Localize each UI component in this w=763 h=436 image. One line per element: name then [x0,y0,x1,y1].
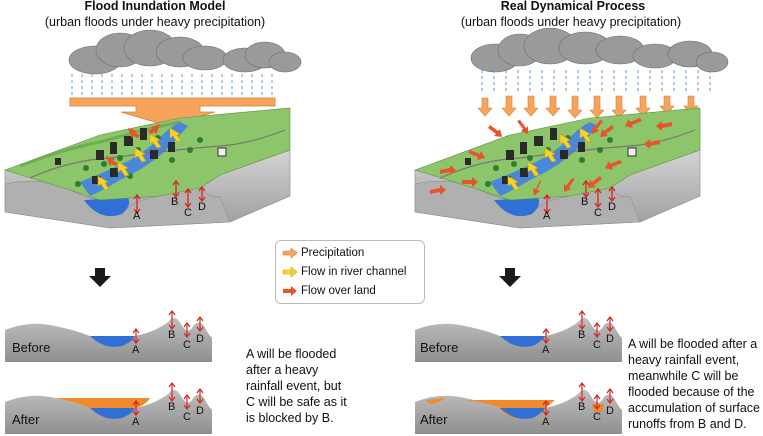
right-after-label-b: B [578,401,586,413]
right-block-label-a: A [543,210,551,222]
right-panel-title: Real Dynamical Process [500,0,646,13]
right-before-label: Before [420,340,459,355]
left-description: A will be flooded after a heavy rainfall… [246,347,347,425]
left-terrain-block [4,29,302,229]
legend-label-overland-flow: Flow over land [301,285,376,297]
right-block-label-c: C [594,207,602,219]
left-panel-title: Flood Inundation Model [84,0,226,13]
left-after-label-a: A [132,416,140,428]
right-after-label-a: A [542,416,550,428]
left-block-label-b: B [171,196,179,208]
left-after-label-c: C [183,411,191,423]
left-after-label-b: B [168,401,176,413]
legend-label-precipitation: Precipitation [301,247,365,259]
left-before-label-b: B [168,329,176,341]
left-rain [71,74,273,98]
left-before-label-d: D [196,333,204,345]
right-rain [481,70,711,92]
right-after-label-d: D [606,405,614,417]
right-before-profile [415,317,622,362]
right-cloud [470,27,729,73]
left-panel-subtitle: (urban floods under heavy precipitation) [44,15,266,29]
right-before-label-b: B [578,329,586,341]
left-after-profile [5,389,212,434]
left-down-arrow [89,268,111,287]
right-panel-subtitle: (urban floods under heavy precipitation) [460,15,682,29]
left-cloud [68,29,302,75]
left-before-label: Before [12,340,51,355]
left-before-label-c: C [183,339,191,351]
right-after-profile [415,389,622,434]
left-block-label-a: A [133,210,141,222]
precipitation-arrow-icon [282,247,298,259]
right-block-label-d: D [608,201,616,213]
right-down-arrow [499,268,521,287]
right-before-label-a: A [542,344,550,356]
right-block-label-b: B [581,196,589,208]
left-after-label: After [12,412,40,427]
overland-flow-arrow-icon [283,286,297,296]
right-after-label: After [420,412,448,427]
right-terrain-block [414,27,729,229]
river-flow-arrow-icon [282,266,298,278]
right-after-label-c: C [593,411,601,423]
left-before-profile [5,317,212,362]
left-block-label-d: D [198,201,206,213]
legend: Precipitation Flow in river channel Flow… [275,240,425,304]
legend-label-river-flow: Flow in river channel [301,266,407,278]
left-block-label-c: C [184,207,192,219]
right-description: A will be flooded after a heavy rainfall… [628,337,761,431]
left-before-label-a: A [132,344,140,356]
right-before-label-d: D [606,333,614,345]
right-before-label-c: C [593,339,601,351]
left-after-label-d: D [196,405,204,417]
